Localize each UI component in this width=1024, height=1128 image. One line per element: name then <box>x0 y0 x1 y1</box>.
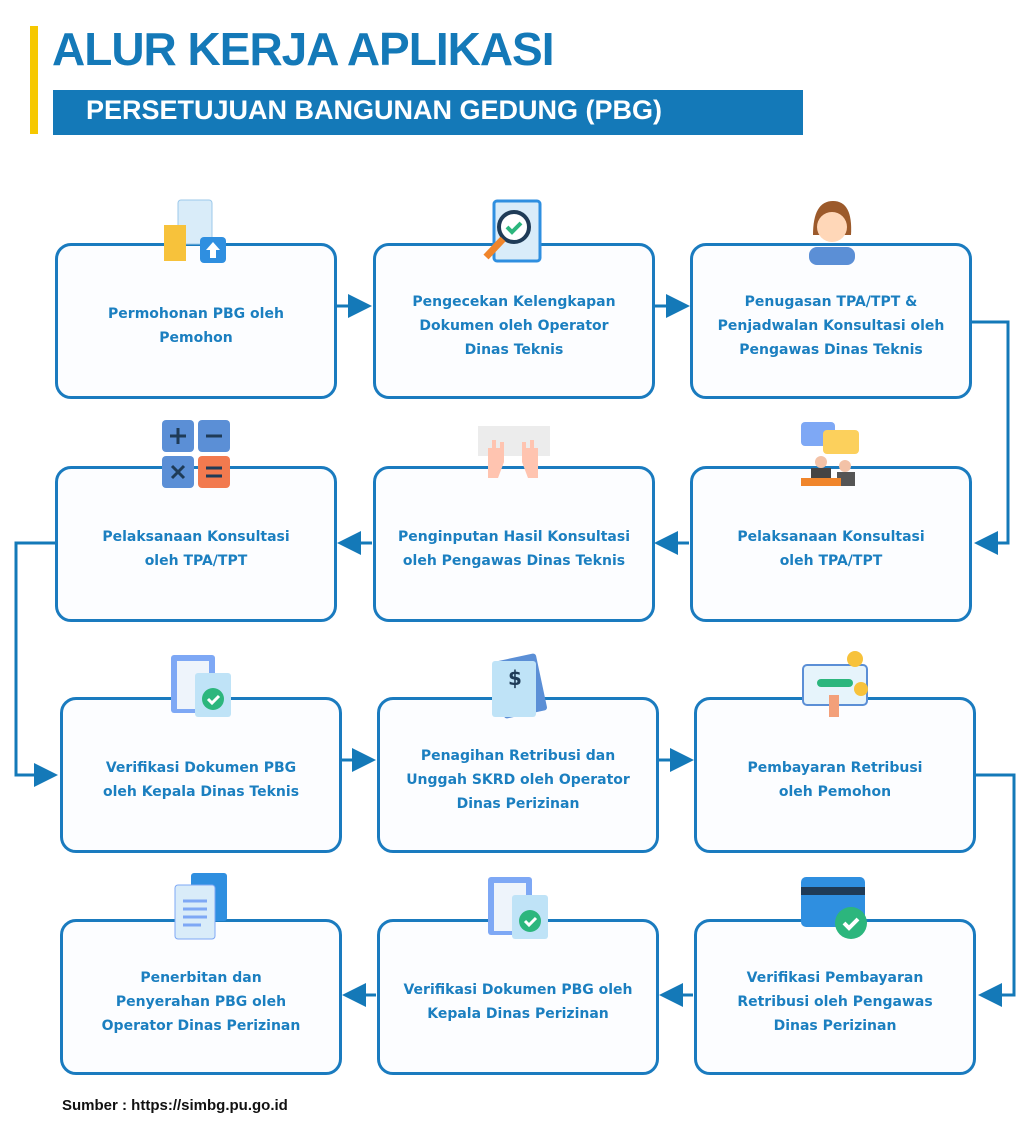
step-label: Verifikasi Dokumen PBG oleh Kepala Dinas… <box>403 982 633 1022</box>
consultation-chat-icon <box>795 418 865 488</box>
step-label: Pelaksanaan Konsultasi oleh TPA/TPT <box>737 529 925 569</box>
arrow-3-4 <box>972 320 1010 555</box>
calculator-icon <box>160 418 230 488</box>
arrow-9-10 <box>976 773 1016 1007</box>
step-box-2: Pengecekan Kelengkapan Dokumen oleh Oper… <box>373 243 655 399</box>
step-label: Verifikasi Pembayaran Retribusi oleh Pen… <box>737 970 933 1034</box>
accent-bar <box>30 26 38 134</box>
payment-icon <box>799 649 869 719</box>
keyboard-hands-icon <box>478 418 550 488</box>
document-building-icon <box>160 195 230 265</box>
step-box-5: Penginputan Hasil Konsultasi oleh Pengaw… <box>373 466 655 622</box>
step-label: Pelaksanaan Konsultasi oleh TPA/TPT <box>102 529 290 569</box>
page-title: ALUR KERJA APLIKASI <box>52 23 555 75</box>
step-box-3: Penugasan TPA/TPT & Penjadwalan Konsulta… <box>690 243 972 399</box>
officer-avatar-icon <box>795 195 865 265</box>
step-label: Penugasan TPA/TPT & Penjadwalan Konsulta… <box>717 294 945 358</box>
step-box-12: Penerbitan dan Penyerahan PBG oleh Opera… <box>60 919 342 1075</box>
source-note: Sumber : https://simbg.pu.go.id <box>62 1097 288 1114</box>
invoice-icon: $ <box>482 649 552 719</box>
arrow-6-7 <box>14 541 58 787</box>
step-box-7: Verifikasi Dokumen PBG oleh Kepala Dinas… <box>60 697 342 853</box>
step-label: Permohonan PBG oleh Pemohon <box>108 306 284 346</box>
step-box-8: Penagihan Retribusi dan Unggah SKRD oleh… <box>377 697 659 853</box>
step-box-4: Pelaksanaan Konsultasi oleh TPA/TPT <box>690 466 972 622</box>
step-label: Penginputan Hasil Konsultasi oleh Pengaw… <box>397 529 630 569</box>
magnifier-check-icon <box>478 195 548 265</box>
clipboard-check-icon <box>482 871 552 941</box>
documents-icon <box>165 871 235 941</box>
clipboard-check-icon <box>165 649 235 719</box>
step-label: Penerbitan dan Penyerahan PBG oleh Opera… <box>101 970 301 1034</box>
card-check-icon <box>799 871 869 941</box>
page-subtitle: PERSETUJUAN BANGUNAN GEDUNG (PBG) <box>53 90 803 135</box>
svg-text:$: $ <box>508 666 522 690</box>
step-label: Pengecekan Kelengkapan Dokumen oleh Oper… <box>412 294 616 358</box>
step-box-6: Pelaksanaan Konsultasi oleh TPA/TPT <box>55 466 337 622</box>
step-label: Pembayaran Retribusi oleh Pemohon <box>747 760 923 800</box>
step-label: Verifikasi Dokumen PBG oleh Kepala Dinas… <box>102 760 300 800</box>
step-label: Penagihan Retribusi dan Unggah SKRD oleh… <box>406 748 630 812</box>
step-box-1: Permohonan PBG oleh Pemohon <box>55 243 337 399</box>
step-box-9: Pembayaran Retribusi oleh Pemohon <box>694 697 976 853</box>
